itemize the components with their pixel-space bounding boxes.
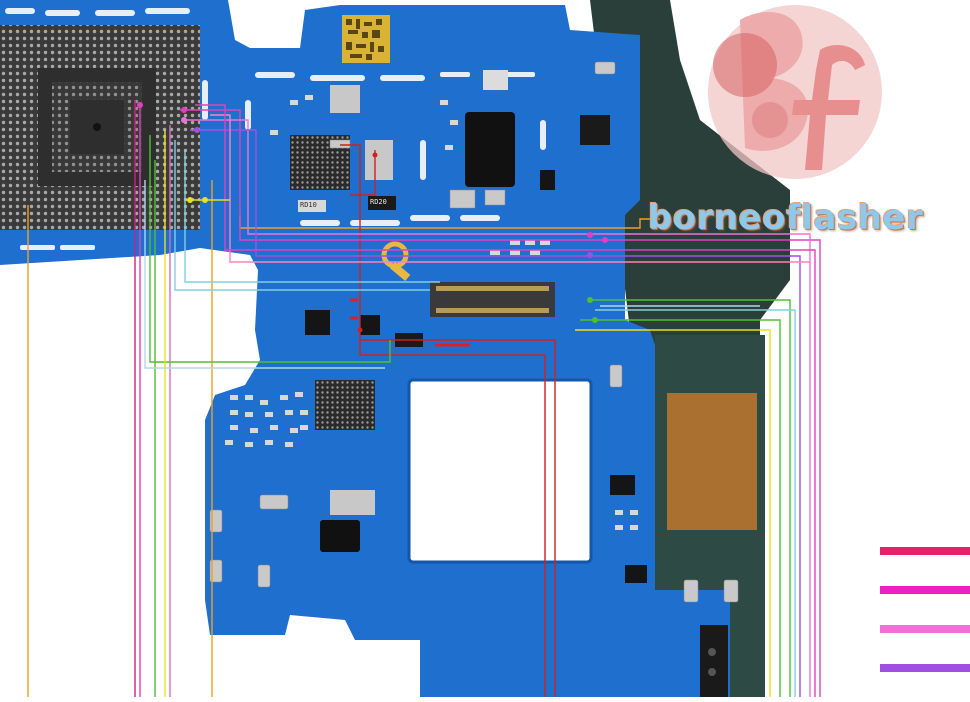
bf-monogram-logo <box>708 5 882 179</box>
ic-chip-large <box>465 112 515 187</box>
legend-bar-2 <box>880 586 970 594</box>
component-marking-2: RD20 <box>370 198 387 206</box>
ic-lower-chip <box>320 520 360 552</box>
trace-markers <box>137 102 608 333</box>
legend-bar-1 <box>880 547 970 555</box>
ic-small-right <box>580 115 610 145</box>
legend-bar-4 <box>880 664 970 672</box>
watermark-text: borneoflasher <box>648 198 924 238</box>
smd-components <box>209 61 739 603</box>
trace-legend <box>880 547 970 672</box>
component-marking-1: RD10 <box>300 201 317 209</box>
legend-bar-3 <box>880 625 970 633</box>
resistor-array <box>225 95 638 530</box>
red-highlight-marks <box>350 298 470 347</box>
gold-contact-pad <box>667 393 757 530</box>
signal-traces <box>27 100 821 697</box>
board-cutout <box>407 378 593 564</box>
ic-lower-bga <box>315 380 375 430</box>
side-connector <box>700 625 728 697</box>
